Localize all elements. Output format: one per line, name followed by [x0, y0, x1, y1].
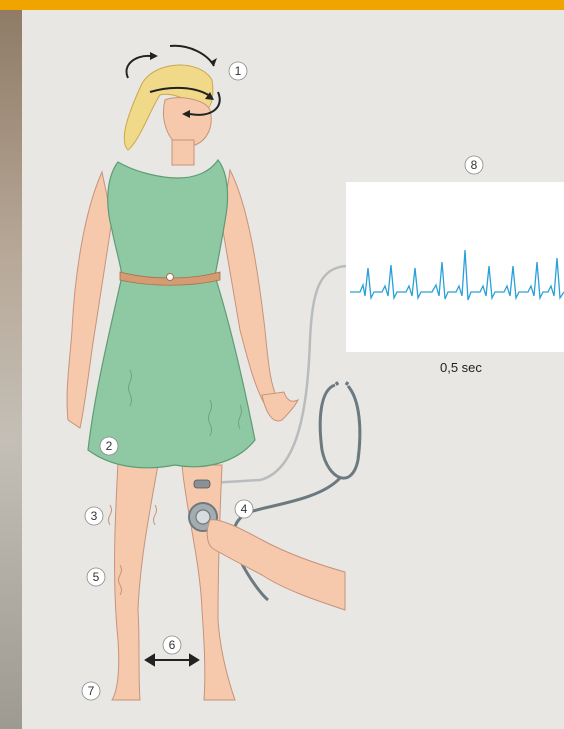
face [163, 98, 211, 146]
marker-8: 8 [471, 158, 478, 172]
belt-buckle [167, 274, 174, 281]
stance-width-arrow [146, 655, 198, 665]
ecg-trace [350, 250, 564, 300]
marker-7: 7 [88, 684, 95, 698]
marker-6: 6 [169, 638, 176, 652]
marker-1: 1 [235, 64, 242, 78]
stethoscope-diaphragm [196, 510, 210, 524]
examiner-hand [207, 520, 345, 610]
knee-electrode [194, 480, 210, 488]
marker-2: 2 [106, 439, 113, 453]
marker-3: 3 [91, 509, 98, 523]
right-hand [262, 392, 298, 421]
marker-5: 5 [93, 570, 100, 584]
marker-4: 4 [241, 502, 248, 516]
neck [172, 140, 194, 165]
